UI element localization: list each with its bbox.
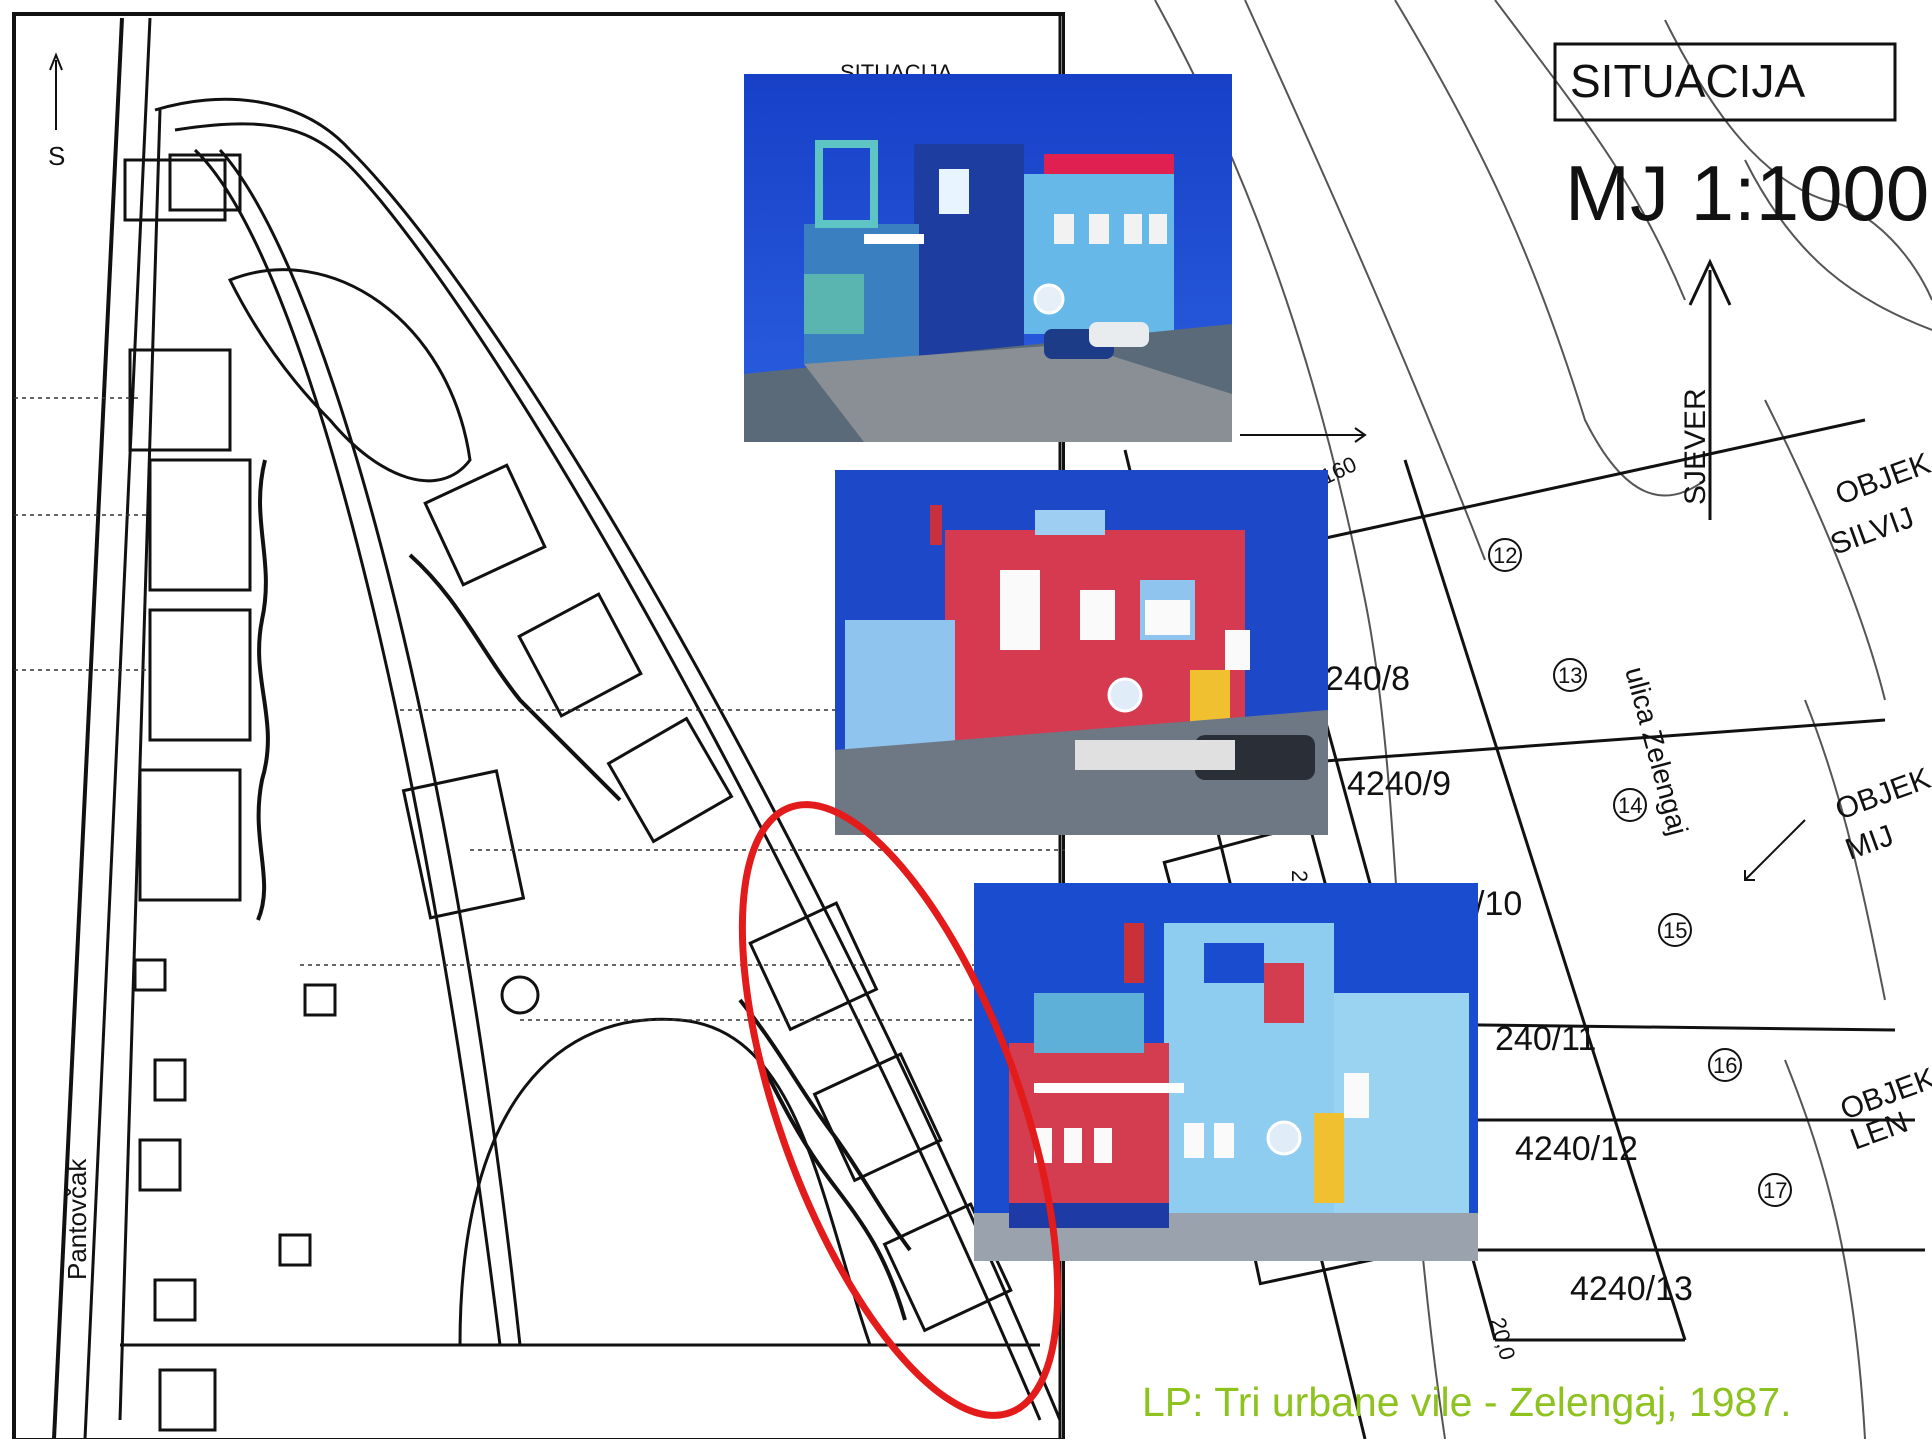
parcel-label-6: 4240/13 bbox=[1570, 1270, 1693, 1308]
house-number-16: 16 bbox=[1713, 1053, 1737, 1078]
parcel-label-3: /10 bbox=[1475, 885, 1522, 923]
house-number-14: 14 bbox=[1618, 793, 1642, 818]
villa-photo-lightblue-bottom bbox=[974, 883, 1478, 1261]
plan-title: SITUACIJA bbox=[1570, 55, 1805, 107]
house-number-17: 17 bbox=[1763, 1178, 1787, 1203]
parcel-label-4: 240/11 bbox=[1495, 1020, 1596, 1058]
parcel-label-5: 4240/12 bbox=[1515, 1130, 1638, 1168]
street-label-pantovcak: Pantovčak bbox=[62, 1158, 92, 1280]
house-number-15: 15 bbox=[1663, 918, 1687, 943]
highlight-ellipse bbox=[738, 801, 1062, 1419]
house-number-13: 13 bbox=[1558, 663, 1582, 688]
villa-photo-red-middle bbox=[835, 470, 1328, 835]
north-arrow-right-icon: SJEVER bbox=[1679, 258, 1732, 520]
north-letter: S bbox=[48, 141, 65, 171]
scale-label: MJ 1:1000 bbox=[1565, 149, 1929, 237]
house-number-12: 12 bbox=[1493, 543, 1517, 568]
villa-photo-blue-top bbox=[744, 74, 1232, 442]
north-label: SJEVER bbox=[1679, 388, 1712, 505]
north-arrow-icon: S bbox=[48, 52, 65, 171]
parcel-label-2: 4240/9 bbox=[1347, 765, 1451, 803]
parcel-label-1: 240/8 bbox=[1325, 660, 1410, 698]
caption: LP: Tri urbane vile - Zelengaj, 1987. bbox=[1142, 1379, 1792, 1425]
